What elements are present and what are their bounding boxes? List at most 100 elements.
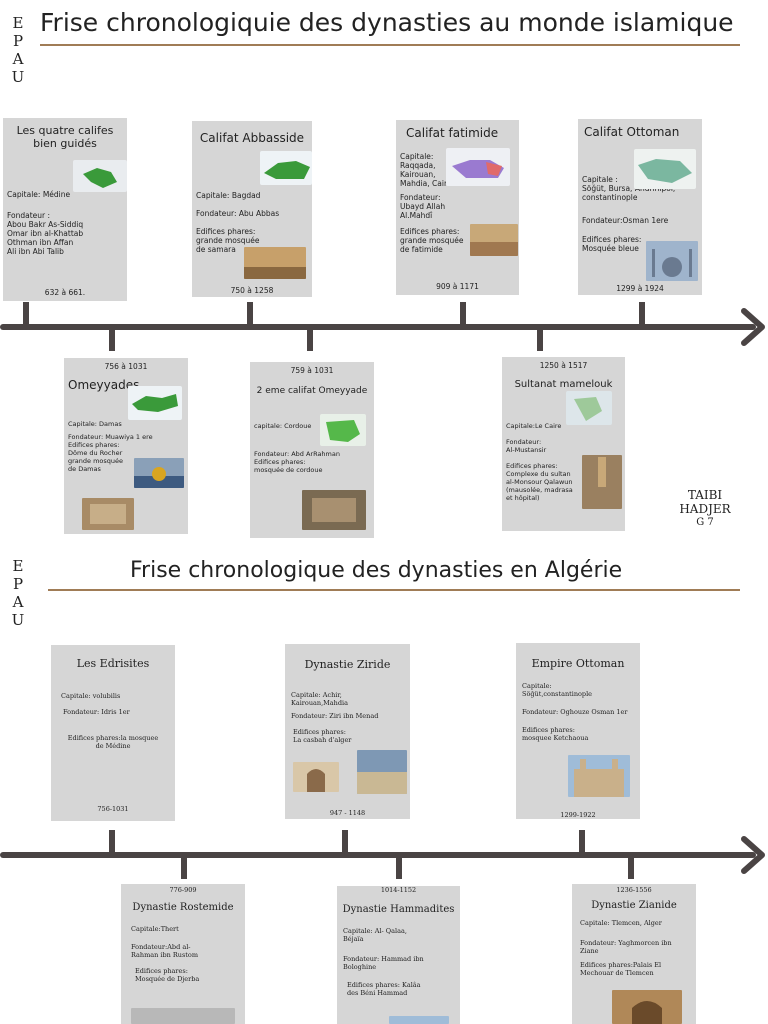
dynasty-title: Empire Ottoman [520, 657, 636, 670]
timeline-tick [639, 302, 645, 326]
qalawun-complex-photo [582, 455, 622, 509]
timeline-tick [247, 302, 253, 326]
dynasty-title: Califat fatimide [406, 126, 515, 140]
dynasty-card-hammadid: 1014-1152 Dynastie Hammadites Capitale: … [337, 886, 460, 1024]
samarra-mosque-photo [244, 247, 306, 279]
dynasty-landmarks: Edifices phares: Complexe du sultan al-M… [506, 462, 586, 502]
author-firstname: HADJER [670, 502, 740, 516]
qalaa-photo [389, 1016, 449, 1024]
dynasty-capital: Capitale: Tlemcen, Alger [580, 919, 692, 927]
dynasty-title: Califat Abbasside [196, 131, 308, 145]
dynasty-landmarks: Edifices phares: Kalâa des Béni Hammad [347, 981, 456, 997]
dynasty-title: Califat Ottoman [584, 125, 698, 139]
timeline-tick [109, 327, 115, 351]
dynasty-card-rashidun: Les quatre califes bien guidés Capitale:… [3, 118, 127, 301]
dynasty-card-mamluk: 1250 à 1517 Sultanat mamelouk Capitale:L… [502, 357, 625, 531]
map-image [446, 148, 510, 186]
dynasty-founder: Fondateur: Abd ArRahman Edifices phares:… [254, 450, 370, 474]
dynasty-card-umayyad: 756 à 1031 Omeyyades Capitale: Damas Fon… [64, 358, 188, 534]
timeline-tick [307, 327, 313, 351]
map-image [566, 391, 612, 425]
map-image [260, 151, 312, 185]
dynasty-founder: Fondateur:Osman 1ere [582, 216, 698, 225]
dynasty-title: Sultanat mamelouk [506, 379, 621, 390]
dynasty-card-zirid: Dynastie Ziride Capitale: Achir, Kairoua… [285, 644, 410, 819]
epau-letter: U [11, 611, 25, 629]
dynasty-title: 2 eme califat Omeyyade [254, 386, 370, 396]
dynasty-card-cordoba-caliphate: 759 à 1031 2 eme califat Omeyyade capita… [250, 362, 374, 538]
title-underline [48, 589, 740, 591]
timeline-tick [460, 302, 466, 326]
dynasty-founder: Fondateur:Abd al- Rahman ibn Rustom [131, 943, 241, 959]
dynasty-capital: Capitale: Bagdad [196, 191, 308, 200]
timeline-tick [628, 855, 634, 879]
dynasty-capital: Capitale: Achir, Kairouan,Mahdia [291, 691, 406, 707]
dynasty-landmarks: Edifices phares:la mosquee de Médine [55, 734, 171, 750]
epau-letter: A [11, 50, 25, 68]
casbah-city-photo [357, 750, 407, 794]
dynasty-landmarks: Edifices phares: mosquee Ketchaoua [522, 726, 636, 742]
dynasty-date: 750 à 1258 [192, 286, 312, 295]
dynasty-title: Dynastie Ziride [289, 658, 406, 671]
timeline-title-algeria: Frise chronologique des dynasties en Alg… [130, 558, 622, 583]
epau-letter: P [11, 575, 25, 593]
dynasty-date: 1014-1152 [337, 886, 460, 894]
dynasty-date: 1299 à 1924 [578, 284, 702, 293]
dynasty-date: 947 - 1148 [285, 809, 410, 817]
dynasty-founder: Fondateur: Al-Mustansir [506, 438, 621, 454]
dynasty-title: Dynastie Hammadites [341, 904, 456, 915]
dynasty-title: Dynastie Zianide [576, 900, 692, 911]
cordoba-mosque-photo [302, 490, 366, 530]
timeline-tick [342, 830, 348, 854]
timeline-tick [396, 855, 402, 879]
dynasty-founder: Fondateur: Yaghmorcen ibn Ziane [580, 939, 692, 955]
dynasty-landmarks: Edifices phares:Palais El Mechouar de Tl… [580, 961, 692, 977]
dynasty-founder: Fondateur : Abou Bakr As-Siddiq Omar ibn… [7, 211, 123, 256]
dynasty-founder: Fondateur: Idris 1er [63, 708, 171, 716]
dynasty-landmarks: Edifices phares: La casbah d'alger [293, 728, 406, 744]
dynasty-date: 1236-1556 [572, 886, 696, 894]
dynasty-title: Dynastie Rostemide [125, 902, 241, 913]
dynasty-capital: Capitale: Damas [68, 420, 184, 428]
dynasty-capital: Capitale:Thert [131, 925, 241, 933]
dynasty-founder: Fondateur: Abu Abbas [196, 209, 308, 218]
casbah-interior-photo [293, 762, 339, 792]
dynasty-card-idrisid: Les Edrisites Capitale: volubilis Fondat… [51, 645, 175, 821]
dynasty-date: 909 à 1171 [396, 282, 519, 291]
epau-letter: E [11, 557, 25, 575]
epau-letter: U [11, 68, 25, 86]
dynasty-date: 756-1031 [51, 805, 175, 813]
dynasty-date: 756 à 1031 [64, 362, 188, 371]
epau-letter: A [11, 593, 25, 611]
timeline-tick [579, 830, 585, 854]
epau-vertical-label-top: E P A U [11, 14, 25, 86]
dynasty-date: 1250 à 1517 [502, 361, 625, 370]
fatimid-mosque-photo [470, 224, 518, 256]
epau-letter: P [11, 32, 25, 50]
author-block: TAIBI HADJER G 7 [670, 488, 740, 530]
arrow-head-icon [738, 308, 768, 346]
epau-letter: E [11, 14, 25, 32]
timeline-tick [109, 830, 115, 854]
author-group: G 7 [670, 516, 740, 530]
ketchaoua-mosque-photo [568, 755, 630, 797]
dynasty-founder: Fondateur: Ziri ibn Menad [291, 712, 406, 720]
dynasty-card-rustamid: 776-909 Dynastie Rostemide Capitale:Ther… [121, 884, 245, 1024]
dynasty-date: 776-909 [121, 886, 245, 894]
dynasty-card-abbasid: Califat Abbasside Capitale: Bagdad Fonda… [192, 121, 312, 297]
timeline-tick [23, 302, 29, 326]
arrow-head-icon [738, 836, 768, 874]
dynasty-capital: Capitale: Söğüt,constantinople [522, 682, 636, 698]
map-image [634, 149, 696, 189]
el-mechouar-palace-photo [612, 990, 682, 1024]
dynasty-card-fatimid: Califat fatimide Capitale: Raqqada, Kair… [396, 120, 519, 295]
dynasty-card-zayyanid: 1236-1556 Dynastie Zianide Capitale: Tle… [572, 884, 696, 1024]
dynasty-card-ottoman-empire: Empire Ottoman Capitale: Söğüt,constanti… [516, 643, 640, 819]
dome-of-the-rock-photo [134, 458, 184, 488]
dynasty-capital: Capitale: Al- Qalaa, Béjaïa [343, 927, 456, 943]
mosque-aerial-photo [82, 498, 134, 530]
dynasty-founder: Fondateur: Ubayd Allah Al.Mahdî [400, 193, 515, 220]
dynasty-date: 759 à 1031 [250, 366, 374, 375]
dynasty-title: Les quatre califes bien guidés [7, 124, 123, 150]
author-surname: TAIBI [670, 488, 740, 502]
